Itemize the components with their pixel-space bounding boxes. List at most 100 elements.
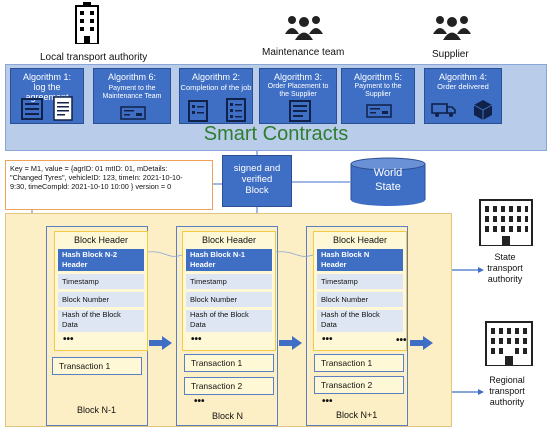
timestamp-row: Timestamp	[317, 274, 403, 289]
block-link-arrow	[149, 336, 172, 350]
state-line-1: State	[494, 252, 516, 262]
hash-line-1: Hash Block N-2	[62, 250, 118, 259]
maintenance-team-label: Maintenance team	[262, 47, 345, 58]
block-header: Block Header Hash Block N-2 Header Times…	[54, 231, 148, 351]
smart-contracts-panel: Algorithm 1: log the agreement Algorithm…	[5, 64, 547, 151]
hash-line-1: Hash Block N	[321, 250, 370, 259]
block-header-title: Block Header	[73, 235, 129, 245]
block-label: Block N-1	[77, 405, 117, 415]
algorithm-3-subtitle: Order Placement to the Supplier	[267, 83, 329, 98]
chain-ellipsis: •••	[396, 335, 407, 346]
state-building-icon	[479, 199, 533, 246]
header-ellipsis: •••	[191, 334, 202, 345]
block-link-arrow	[279, 336, 302, 350]
supplier-label: Supplier	[432, 49, 469, 60]
hash-prev-header: Hash Block N-1 Header	[186, 249, 272, 271]
hash-prev-header: Hash Block N Header	[317, 249, 403, 271]
block-number-row: Block Number	[186, 292, 272, 307]
algorithm-4[interactable]: Algorithm 4: Order delivered	[424, 68, 502, 124]
task-list-icon	[226, 98, 246, 122]
hash-block-data-row: Hash of the Block Data	[186, 310, 272, 332]
regional-line-3: authority	[489, 397, 525, 407]
hash-block-data-row: Hash of the Block Data	[317, 310, 403, 332]
world-state-label: World State	[350, 166, 426, 194]
block-header: Block Header Hash Block N-1 Header Times…	[182, 231, 276, 351]
delivery-truck-icon	[431, 103, 456, 117]
transaction-row: Transaction 1	[314, 354, 404, 372]
state-line-2: transport	[487, 263, 523, 273]
algorithm-2-title: Algorithm 2:	[191, 72, 241, 82]
payment-check-icon	[366, 104, 392, 118]
algorithm-5-subtitle: Payment to the Supplier	[354, 83, 402, 98]
hash-data-line-2: Data	[190, 320, 206, 329]
kv-line-1: Key = M1, value = {agrID: 01 mtID: 01, m…	[10, 164, 168, 173]
hash-data-line-1: Hash of the Block	[62, 310, 121, 319]
hash-data-line-2: Data	[321, 320, 337, 329]
block-number-row: Block Number	[58, 292, 144, 307]
hash-data-line-1: Hash of the Block	[190, 310, 249, 319]
block-header-title: Block Header	[201, 235, 257, 245]
transaction-row: Transaction 2	[314, 376, 404, 394]
kv-line-2: "Changed Tyres", vehicleID: 123, timeIn:…	[10, 173, 183, 182]
block-number-row: Block Number	[317, 292, 403, 307]
algorithm-1[interactable]: Algorithm 1: log the agreement	[10, 68, 84, 124]
state-authority-label: State transport authority	[482, 252, 528, 285]
world-state-line-1: World	[373, 167, 403, 179]
office-building-icon	[75, 2, 99, 44]
algorithm-6[interactable]: Algorithm 6: Payment to the Maintenance …	[93, 68, 171, 124]
algorithm-6-title: Algorithm 6:	[107, 72, 157, 82]
timestamp-row: Timestamp	[58, 274, 144, 289]
kv-line-3: 9:30, timeCompld: 2021-10-10 10:00 } ver…	[10, 182, 172, 191]
block-header-title: Block Header	[332, 235, 388, 245]
document-icon	[53, 96, 73, 121]
hash-data-line-1: Hash of the Block	[321, 310, 380, 319]
header-ellipsis: •••	[63, 334, 74, 345]
algorithm-5[interactable]: Algorithm 5: Payment to the Supplier	[341, 68, 415, 124]
block-label: Block N+1	[336, 410, 378, 420]
supplier-group-icon	[433, 16, 471, 40]
regional-line-2: transport	[489, 386, 525, 396]
algorithm-3-title: Algorithm 3:	[273, 72, 323, 82]
signed-line-1: signed and	[233, 163, 281, 174]
hash-line-2: Header	[321, 260, 347, 269]
world-state-database-icon	[350, 157, 426, 206]
package-box-icon	[473, 100, 493, 120]
regional-building-icon	[485, 321, 533, 366]
hash-data-line-2: Data	[62, 320, 78, 329]
ledger-icon	[21, 98, 43, 120]
world-state-line-2: State	[375, 181, 401, 193]
algorithm-5-title: Algorithm 5:	[353, 72, 403, 82]
local-authority-label: Local transport authority	[40, 52, 148, 63]
hash-line-2: Header	[190, 260, 216, 269]
key-value-record: Key = M1, value = {agrID: 01 mtID: 01, m…	[5, 160, 213, 210]
block-header: Block Header Hash Block N Header Timesta…	[313, 231, 407, 351]
transactions-ellipsis: •••	[322, 396, 333, 407]
checklist-icon	[188, 100, 208, 122]
block-label: Block N	[212, 411, 244, 421]
hash-block-data-row: Hash of the Block Data	[58, 310, 144, 332]
smart-contracts-title: Smart Contracts	[203, 123, 349, 145]
algorithm-4-subtitle: Order delivered	[437, 82, 489, 91]
payment-check-icon	[120, 106, 146, 120]
order-form-icon	[289, 100, 311, 122]
team-icon	[285, 16, 323, 40]
header-ellipsis: •••	[322, 334, 333, 345]
timestamp-row: Timestamp	[186, 274, 272, 289]
signed-line-3: Block	[245, 185, 269, 196]
block-n-plus-1	[306, 226, 408, 426]
algorithm-3[interactable]: Algorithm 3: Order Placement to the Supp…	[259, 68, 337, 124]
algorithm-2-subtitle: Completion of the job	[180, 83, 252, 92]
block-link-arrow	[410, 336, 433, 350]
hash-prev-header: Hash Block N-2 Header	[58, 249, 144, 271]
algorithm-1-title: Algorithm 1:	[22, 72, 72, 82]
state-line-3: authority	[487, 274, 523, 284]
algorithm-1-subtitle: log the agreement	[25, 82, 69, 102]
block-n	[176, 226, 278, 426]
hash-line-2: Header	[62, 260, 88, 269]
hash-line-1: Hash Block N-1	[190, 250, 246, 259]
algorithm-6-subtitle: Payment to the Maintenance Team	[102, 85, 162, 100]
transaction-row: Transaction 1	[184, 354, 274, 372]
algorithm-2[interactable]: Algorithm 2: Completion of the job	[179, 68, 253, 124]
transaction-row: Transaction 1	[52, 357, 142, 375]
